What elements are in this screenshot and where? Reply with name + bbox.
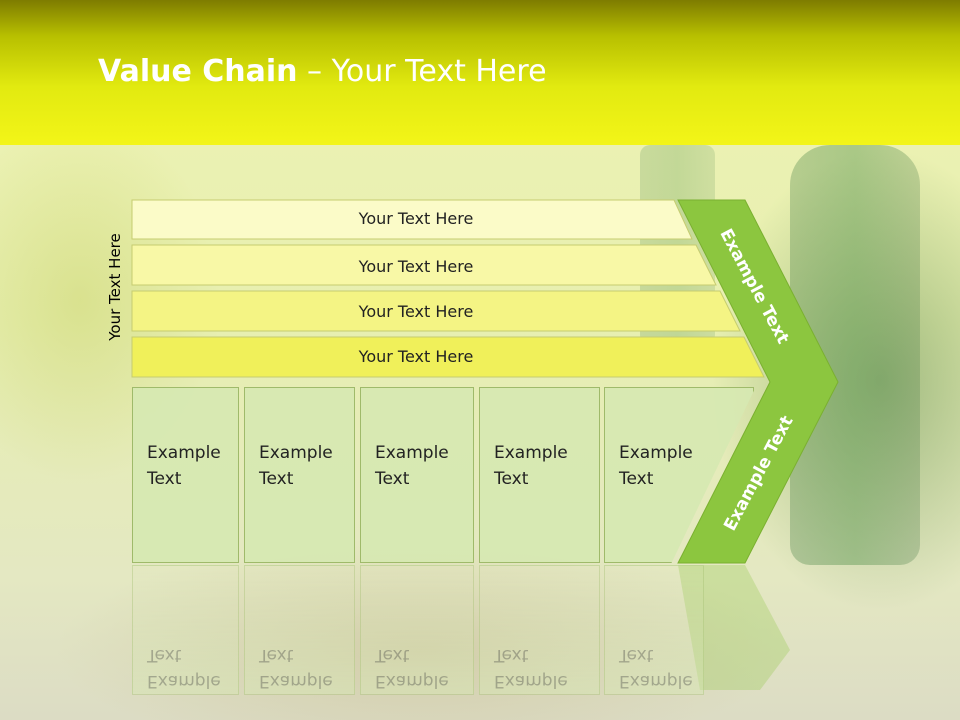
bar-1-label: Your Text Here xyxy=(358,209,474,228)
bar-3 xyxy=(131,290,741,332)
box-1-reflection: Example Text xyxy=(132,565,239,695)
box-3-label: Example Text xyxy=(375,443,449,489)
box-2-reflection-label: Example Text xyxy=(259,645,333,691)
box-1-label: Example Text xyxy=(147,443,221,489)
title-band: Value Chain – Your Text Here xyxy=(0,0,960,145)
box-3-reflection: Example Text xyxy=(360,565,474,695)
slide-title-rest: – Your Text Here xyxy=(297,54,547,89)
slide-title-bold: Value Chain xyxy=(98,54,298,89)
box-3: Example Text xyxy=(360,387,474,563)
bar-4-label: Your Text Here xyxy=(358,347,474,366)
box-1: Example Text xyxy=(132,387,239,563)
slide-title: Value Chain – Your Text Here xyxy=(98,54,547,89)
bar-4 xyxy=(131,336,765,378)
box-1-reflection-label: Example Text xyxy=(147,645,221,691)
box-3-reflection-label: Example Text xyxy=(375,645,449,691)
bar-1 xyxy=(131,199,693,240)
chevron-arrow xyxy=(677,199,839,564)
box-5-label: Example Text xyxy=(619,443,693,489)
box-4-reflection: Example Text xyxy=(479,565,600,695)
chevron-reflection xyxy=(678,565,790,690)
box-2-label: Example Text xyxy=(259,443,333,489)
bar-3-label: Your Text Here xyxy=(358,302,474,321)
box-2: Example Text xyxy=(244,387,355,563)
bar-2 xyxy=(131,244,717,286)
box-5-reflection: Example Text xyxy=(604,565,704,695)
box-4-label: Example Text xyxy=(494,443,568,489)
box-4-reflection-label: Example Text xyxy=(494,645,568,691)
box-2-reflection: Example Text xyxy=(244,565,355,695)
box-5-reflection-label: Example Text xyxy=(619,645,693,691)
bar-2-label: Your Text Here xyxy=(358,257,474,276)
box-4: Example Text xyxy=(479,387,600,563)
